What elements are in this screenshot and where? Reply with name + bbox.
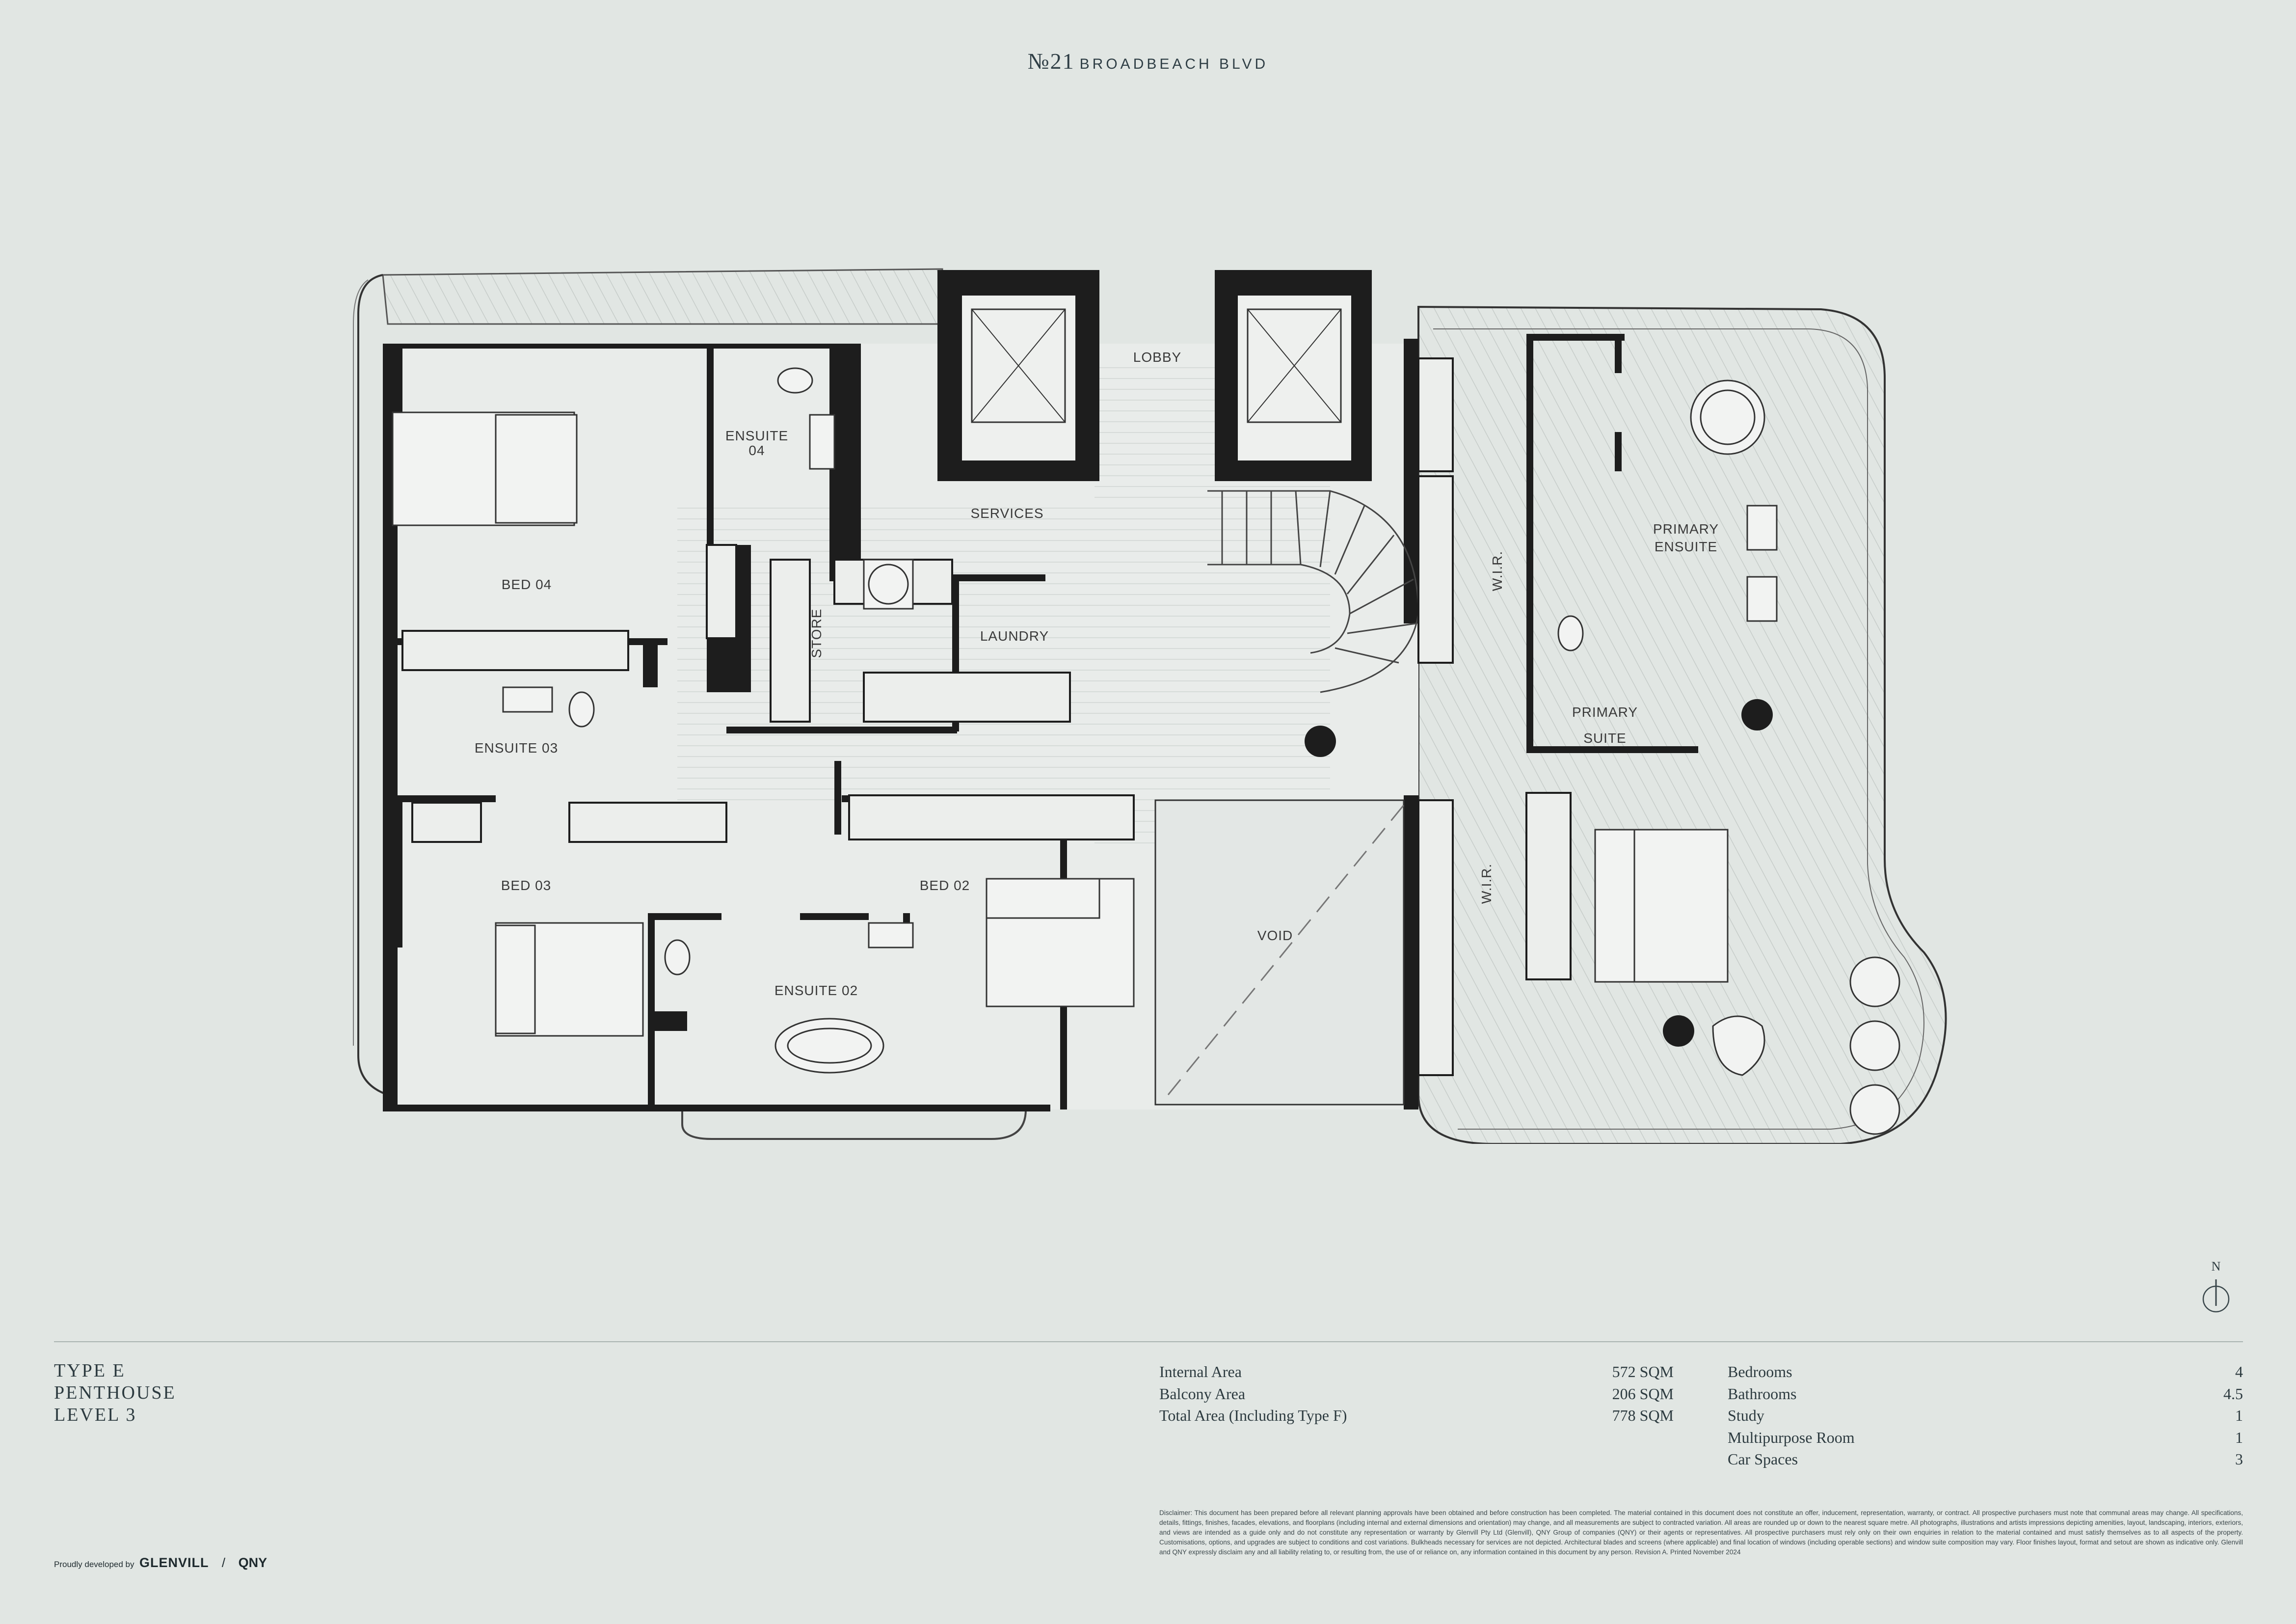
divider <box>54 1341 2243 1342</box>
north-arrow: N <box>2202 1259 2230 1313</box>
floor-plan: BED 04 ENSUITE 04 STORE LAUNDRY SERVICES… <box>353 268 1947 1144</box>
developer-prefix: Proudly developed by <box>54 1560 134 1569</box>
developer-logo-glenvill: GLENVILL <box>139 1555 209 1570</box>
label-wir-upper: W.I.R. <box>1490 551 1505 591</box>
unit-type-line2: PENTHOUSE <box>54 1382 176 1403</box>
feature-schedule: Bedrooms 4 Bathrooms 4.5 Study 1 Multipurpo… <box>1728 1361 2243 1470</box>
label-wir-lower: W.I.R. <box>1479 864 1494 904</box>
developer-separator: / <box>221 1555 226 1570</box>
feature-label: Bedrooms <box>1728 1363 1792 1380</box>
area-row: Balcony Area 206 SQM <box>1159 1383 1674 1405</box>
feature-row: Car Spaces 3 <box>1728 1448 2243 1470</box>
unit-type-line1: TYPE E <box>54 1360 126 1381</box>
area-value: 572 SQM <box>1612 1363 1674 1380</box>
label-bed-02: BED 02 <box>920 878 970 893</box>
area-label: Total Area (Including Type F) <box>1159 1407 1347 1424</box>
label-primary-suite-line1: PRIMARY <box>1572 704 1638 720</box>
label-primary-ensuite-line1: PRIMARY <box>1653 521 1719 537</box>
label-bed-04: BED 04 <box>502 577 552 592</box>
feature-row: Bathrooms 4.5 <box>1728 1383 2243 1405</box>
label-ensuite-03: ENSUITE 03 <box>475 740 558 756</box>
area-schedule: Internal Area 572 SQM Balcony Area 206 SQM… <box>1159 1361 1674 1427</box>
developer-logo-qny: QNY <box>238 1555 267 1570</box>
label-lobby: LOBBY <box>1133 350 1181 365</box>
feature-row: Study 1 <box>1728 1405 2243 1427</box>
label-services: SERVICES <box>970 506 1043 521</box>
feature-label: Car Spaces <box>1728 1450 1798 1468</box>
label-store: STORE <box>809 609 824 658</box>
label-bed-03: BED 03 <box>501 878 552 893</box>
label-ensuite-04-line1: ENSUITE <box>725 428 788 443</box>
brand-name: BROADBEACH BLVD <box>1079 56 1269 72</box>
label-void: VOID <box>1257 928 1293 943</box>
lift-right <box>1236 294 1353 462</box>
columns <box>1305 699 1773 1047</box>
brand-number: №21 <box>1027 49 1075 74</box>
feature-label: Bathrooms <box>1728 1384 1797 1403</box>
label-primary-suite-line2: SUITE <box>1583 731 1626 746</box>
feature-value: 1 <box>2235 1407 2243 1424</box>
feature-value: 4.5 <box>2223 1384 2243 1403</box>
developer-credit: Proudly developed by GLENVILL / QNY <box>54 1555 267 1570</box>
label-ensuite-04-line2: 04 <box>748 443 765 458</box>
area-label: Balcony Area <box>1159 1384 1246 1403</box>
feature-value: 3 <box>2235 1450 2243 1468</box>
void-area <box>1154 799 1405 1106</box>
feature-value: 1 <box>2235 1428 2243 1446</box>
area-row: Internal Area 572 SQM <box>1159 1361 1674 1383</box>
area-value: 778 SQM <box>1612 1407 1674 1424</box>
feature-value: 4 <box>2235 1363 2243 1380</box>
disclaimer: Disclaimer: This document has been prepa… <box>1159 1509 2243 1556</box>
label-ensuite-02: ENSUITE 02 <box>774 983 858 998</box>
feature-label: Multipurpose Room <box>1728 1428 1855 1446</box>
area-label: Internal Area <box>1159 1363 1242 1380</box>
room-labels: BED 04 ENSUITE 04 STORE LAUNDRY SERVICES… <box>475 350 1719 998</box>
label-laundry: LAUNDRY <box>980 628 1049 644</box>
unit-type: TYPE E PENTHOUSE LEVEL 3 <box>54 1360 176 1426</box>
north-label: N <box>2212 1259 2221 1273</box>
feature-label: Study <box>1728 1407 1764 1424</box>
feature-row: Multipurpose Room 1 <box>1728 1427 2243 1449</box>
unit-type-line3: LEVEL 3 <box>54 1405 137 1425</box>
balcony-west <box>353 268 1027 1140</box>
area-value: 206 SQM <box>1612 1384 1674 1403</box>
label-primary-ensuite-line2: ENSUITE <box>1655 539 1717 554</box>
fixtures <box>502 367 1900 1135</box>
beds <box>392 411 1729 1037</box>
area-row: Total Area (Including Type F) 778 SQM <box>1159 1405 1674 1427</box>
feature-row: Bedrooms 4 <box>1728 1361 2243 1383</box>
lift-left <box>960 294 1077 462</box>
